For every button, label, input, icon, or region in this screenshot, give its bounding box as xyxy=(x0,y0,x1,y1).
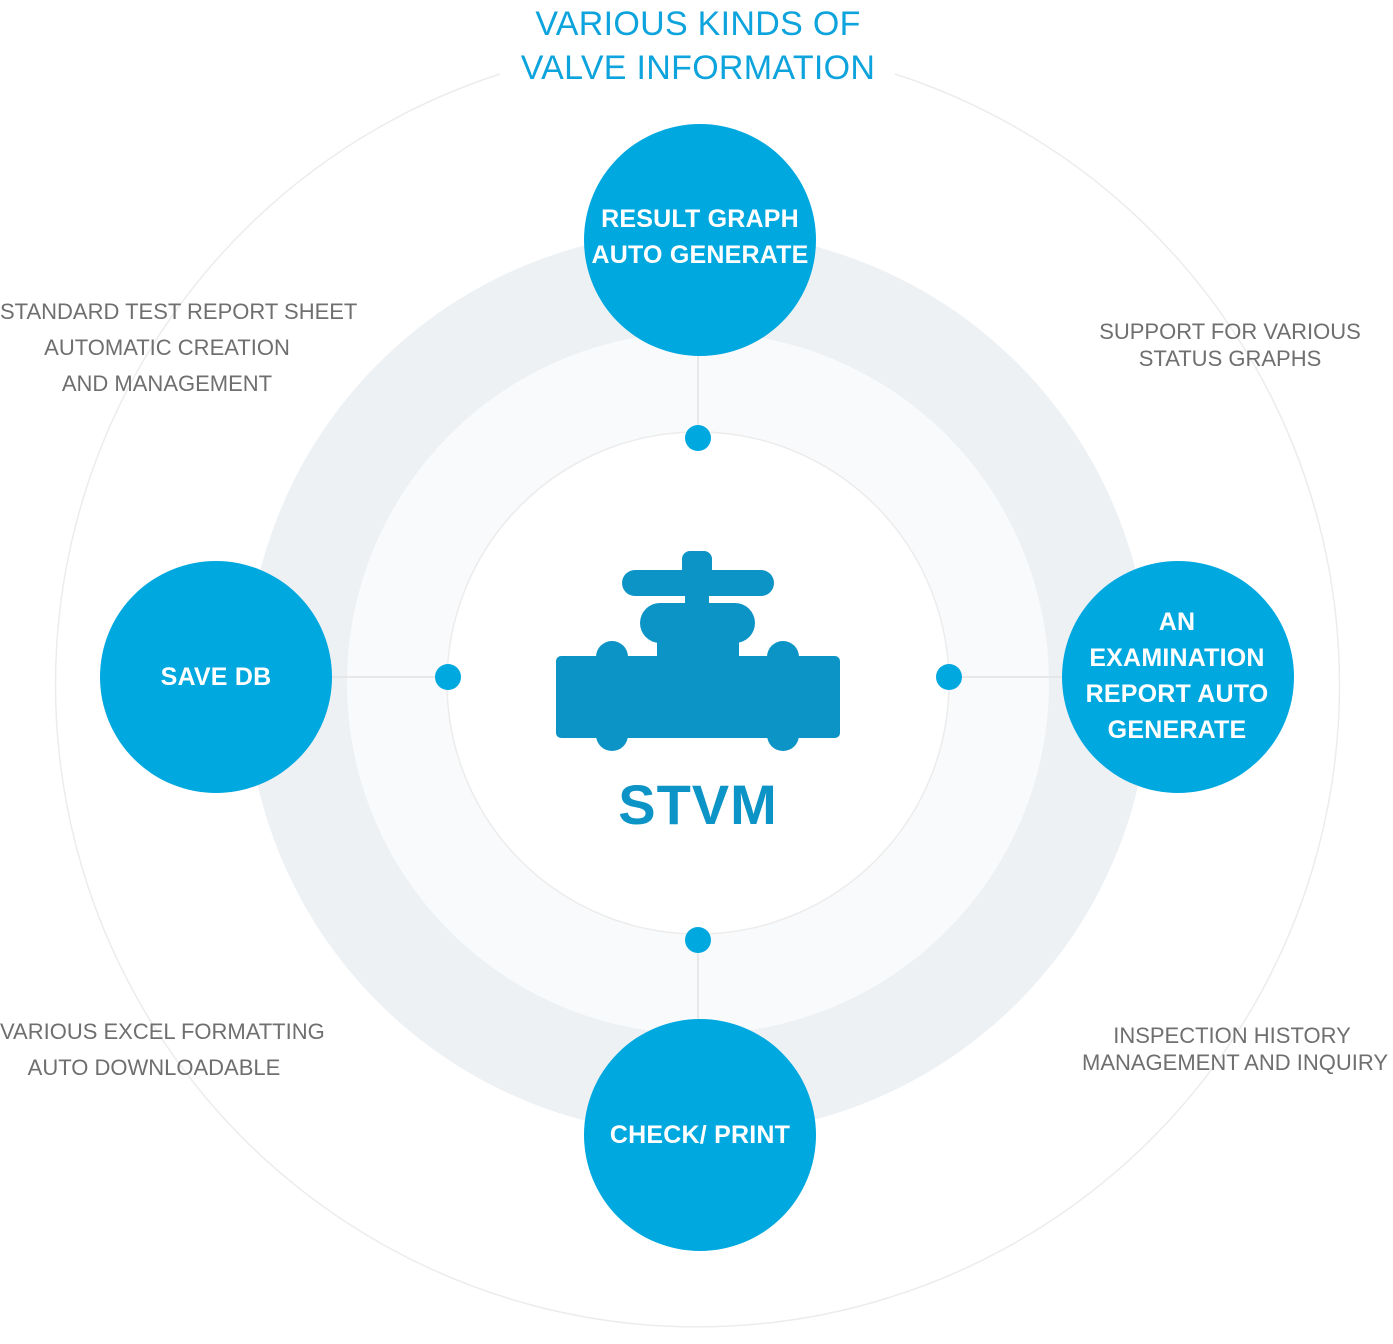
note-line: STANDARD TEST REPORT SHEET xyxy=(0,299,358,324)
node-line: RESULT GRAPH xyxy=(601,205,799,233)
note-bottom-left: VARIOUS EXCEL FORMATTING AUTO DOWNLOADAB… xyxy=(0,1014,325,1086)
note-line: STATUS GRAPHS xyxy=(1138,346,1322,371)
note-line: VARIOUS EXCEL FORMATTING xyxy=(0,1019,325,1044)
node-left-label: SAVE DB xyxy=(101,659,331,695)
node-line: EXAMINATION xyxy=(1089,644,1265,672)
valve-icon xyxy=(556,551,840,751)
node-line: SAVE DB xyxy=(160,663,272,691)
note-bottom-right: INSPECTION HISTORY MANAGEMENT AND INQUIR… xyxy=(1082,1022,1389,1076)
dot-right xyxy=(936,664,962,690)
node-right-circle xyxy=(1062,561,1294,793)
node-right-label: AN EXAMINATION REPORT AUTO GENERATE xyxy=(1077,604,1277,748)
dot-left xyxy=(435,664,461,690)
node-bottom-circle xyxy=(584,1019,816,1251)
note-line: AND MANAGEMENT xyxy=(61,371,273,396)
node-bottom-label: CHECK/ PRINT xyxy=(585,1117,815,1153)
node-line: AN xyxy=(1158,608,1196,636)
node-line: AUTO GENERATE xyxy=(591,241,809,269)
diagram-title: VARIOUS KINDS OF VALVE INFORMATION xyxy=(430,2,966,90)
node-line: GENERATE xyxy=(1107,716,1247,744)
title-line: VALVE INFORMATION xyxy=(520,49,876,87)
note-top-right: SUPPORT FOR VARIOUS STATUS GRAPHS xyxy=(1090,318,1370,372)
note-line: AUTO DOWNLOADABLE xyxy=(27,1055,281,1080)
center-label: STVM xyxy=(618,773,778,836)
note-line: INSPECTION HISTORY xyxy=(1113,1023,1351,1048)
outer-ring xyxy=(54,73,1341,1328)
note-line: MANAGEMENT AND INQUIRY xyxy=(1082,1050,1389,1075)
note-top-left: STANDARD TEST REPORT SHEET AUTOMATIC CRE… xyxy=(0,294,358,402)
dot-bottom xyxy=(685,927,711,953)
node-top-label: RESULT GRAPH AUTO GENERATE xyxy=(585,201,815,273)
note-line: AUTOMATIC CREATION xyxy=(44,335,290,360)
node-left-circle xyxy=(100,561,332,793)
node-line: CHECK/ PRINT xyxy=(609,1121,791,1149)
dot-top xyxy=(685,425,711,451)
node-line: REPORT AUTO xyxy=(1085,680,1269,708)
node-top-circle xyxy=(584,124,816,356)
note-line: SUPPORT FOR VARIOUS xyxy=(1099,319,1361,344)
title-line: VARIOUS KINDS OF xyxy=(535,5,861,43)
